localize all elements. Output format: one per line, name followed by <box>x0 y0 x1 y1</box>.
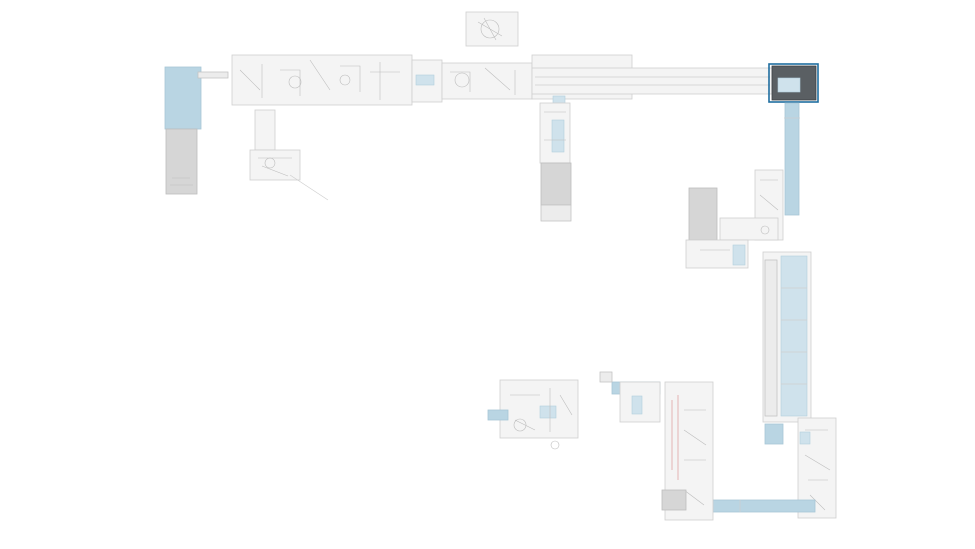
bottom-left-transfer[interactable] <box>599 371 661 423</box>
top-auxiliary-unit[interactable] <box>465 11 519 47</box>
top-processing-line[interactable] <box>231 54 773 107</box>
left-branch-unit[interactable] <box>249 109 329 201</box>
right-mid-cluster[interactable] <box>685 169 784 269</box>
right-buffer-column[interactable] <box>762 251 812 423</box>
bottom-center-machine[interactable] <box>661 381 714 521</box>
vertical-conveyor[interactable] <box>784 102 800 216</box>
bottom-conveyor[interactable] <box>699 499 816 513</box>
highlighted-machine-module[interactable] <box>768 63 819 103</box>
left-feeder-station[interactable] <box>164 66 229 195</box>
bottom-left-station[interactable] <box>487 379 579 450</box>
middle-branch-station[interactable] <box>539 102 572 222</box>
